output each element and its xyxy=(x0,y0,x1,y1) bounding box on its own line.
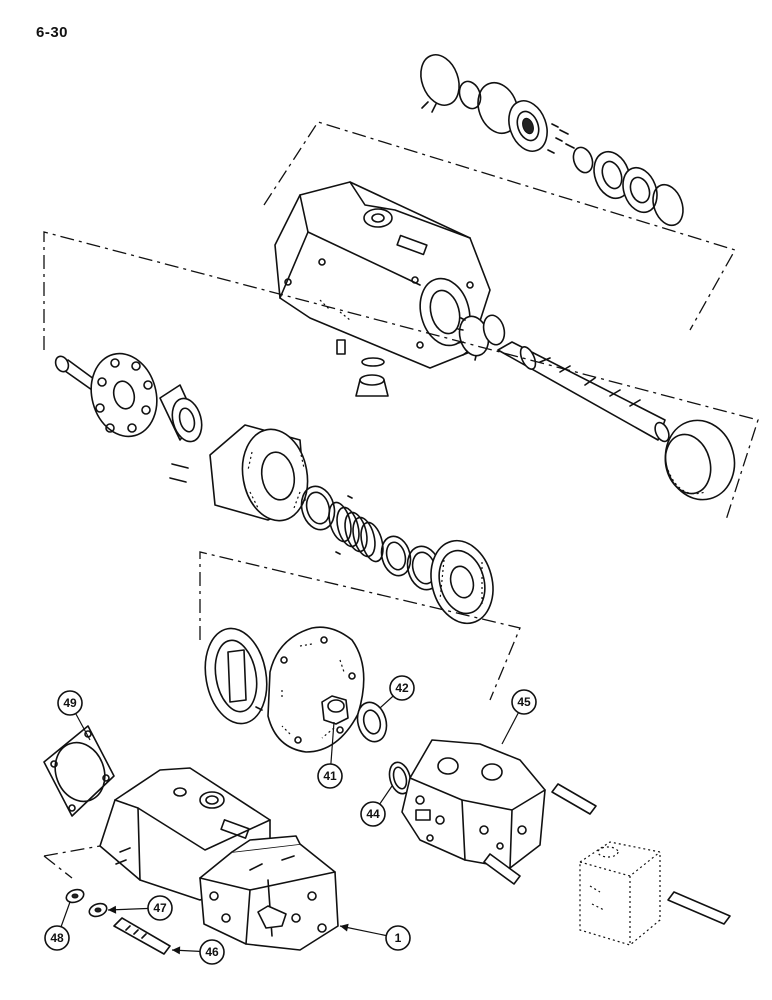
cap-screws xyxy=(483,783,731,925)
bearing-42 xyxy=(356,701,388,743)
upper-dashed-frame xyxy=(263,121,736,331)
washer-44 xyxy=(388,761,412,795)
leader-arrow-46 xyxy=(172,946,181,955)
bearing-plate-right xyxy=(430,539,494,625)
callout-circle-41 xyxy=(317,763,343,789)
callout-48: 48 xyxy=(44,901,71,951)
callout-layer: 49 42 45 41 44 47 48 46 1 xyxy=(44,675,537,965)
callout-46: 46 xyxy=(171,939,225,965)
callout-label-42: 42 xyxy=(395,681,409,695)
callout-49: 49 xyxy=(57,690,91,741)
callout-label-49: 49 xyxy=(63,696,77,710)
callout-circle-49 xyxy=(57,690,83,716)
callout-label-47: 47 xyxy=(153,901,167,915)
spring xyxy=(328,495,384,563)
callout-label-48: 48 xyxy=(50,931,64,945)
end-cap xyxy=(664,419,736,501)
callout-label-41: 41 xyxy=(323,769,337,783)
lower-assembly-dashed-line xyxy=(43,845,101,879)
callout-label-44: 44 xyxy=(366,807,380,821)
callout-42: 42 xyxy=(379,675,415,709)
lower-dashed-frame xyxy=(199,551,521,701)
callout-circle-45 xyxy=(511,689,537,715)
callout-45: 45 xyxy=(501,689,537,745)
page-number: 6-30 xyxy=(36,24,69,41)
pins xyxy=(169,463,189,483)
drain-fittings xyxy=(336,339,389,397)
callout-label-1: 1 xyxy=(395,931,402,945)
valve-plate xyxy=(204,627,268,725)
callout-47: 47 xyxy=(107,895,173,921)
bolt-left xyxy=(54,355,99,391)
callout-circle-48 xyxy=(44,925,70,951)
callout-1: 1 xyxy=(339,923,411,951)
callout-circle-46 xyxy=(199,939,225,965)
upper-housing xyxy=(274,181,506,369)
callout-circle-42 xyxy=(389,675,415,701)
drive-shaft xyxy=(497,341,670,443)
callout-circle-47 xyxy=(147,895,173,921)
valve-body-45 xyxy=(401,739,546,869)
thrust-plate xyxy=(90,352,158,438)
seal-ring-stack xyxy=(420,54,684,227)
gasket-49 xyxy=(43,725,115,817)
valve-fitting-41 xyxy=(321,695,349,725)
callout-circle-1 xyxy=(385,925,411,951)
callout-41: 41 xyxy=(317,721,343,789)
bearing-cone xyxy=(159,384,203,443)
cylinder-barrel xyxy=(209,424,309,522)
leader-arrow-1 xyxy=(340,923,349,932)
gasket xyxy=(267,626,365,753)
pump-block-1 xyxy=(199,835,339,951)
hardware-46-47-48 xyxy=(65,888,171,955)
middle-dashed-frame xyxy=(43,231,759,521)
callout-circle-44 xyxy=(360,801,386,827)
leader-arrow-47 xyxy=(108,905,117,914)
callout-label-45: 45 xyxy=(517,695,531,709)
callout-label-46: 46 xyxy=(205,945,219,959)
callout-44: 44 xyxy=(360,785,393,827)
relief-valve-block xyxy=(579,841,661,946)
